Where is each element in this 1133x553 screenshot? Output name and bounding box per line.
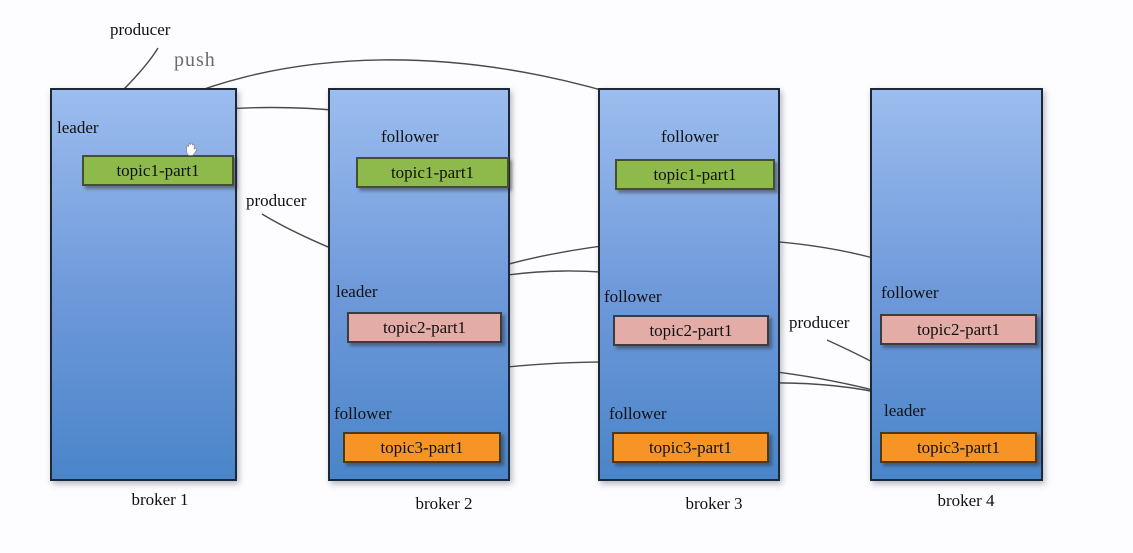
broker-1-caption: broker 1 xyxy=(131,490,189,509)
broker2-topic3-partition: topic3-part1 xyxy=(343,432,501,463)
broker4-topic2-role: follower xyxy=(881,283,939,302)
producer-label-3: producer xyxy=(789,313,850,332)
broker3-topic3-partition: topic3-part1 xyxy=(612,432,769,463)
broker2-topic1-partition: topic1-part1 xyxy=(356,157,509,188)
broker-3-box xyxy=(598,88,780,481)
broker1-topic1-role: leader xyxy=(57,118,99,137)
broker2-topic3-role: follower xyxy=(334,404,392,423)
broker-3-caption: broker 3 xyxy=(685,494,743,513)
broker-4-caption: broker 4 xyxy=(937,491,995,510)
broker2-topic2-role: leader xyxy=(336,282,378,301)
broker-1-box xyxy=(50,88,237,481)
broker4-topic3-role: leader xyxy=(884,401,926,420)
broker3-topic2-role: follower xyxy=(604,287,662,306)
broker-2-caption: broker 2 xyxy=(415,494,473,513)
broker-4-box xyxy=(870,88,1043,481)
broker3-topic3-role: follower xyxy=(609,404,667,423)
hand-cursor-icon xyxy=(186,142,198,156)
broker3-topic1-role: follower xyxy=(661,127,719,146)
broker4-topic2-partition: topic2-part1 xyxy=(880,314,1037,345)
producer-label-2: producer xyxy=(246,191,307,210)
push-label: push xyxy=(174,49,216,71)
broker4-topic3-partition: topic3-part1 xyxy=(880,432,1037,463)
broker3-topic2-partition: topic2-part1 xyxy=(613,315,769,346)
broker1-topic1-partition: topic1-part1 xyxy=(82,155,234,186)
broker3-topic1-partition: topic1-part1 xyxy=(615,159,775,190)
broker2-topic2-partition: topic2-part1 xyxy=(347,312,502,343)
broker2-topic1-role: follower xyxy=(381,127,439,146)
broker-2-box xyxy=(328,88,510,481)
producer-label-1: producer xyxy=(110,20,171,39)
